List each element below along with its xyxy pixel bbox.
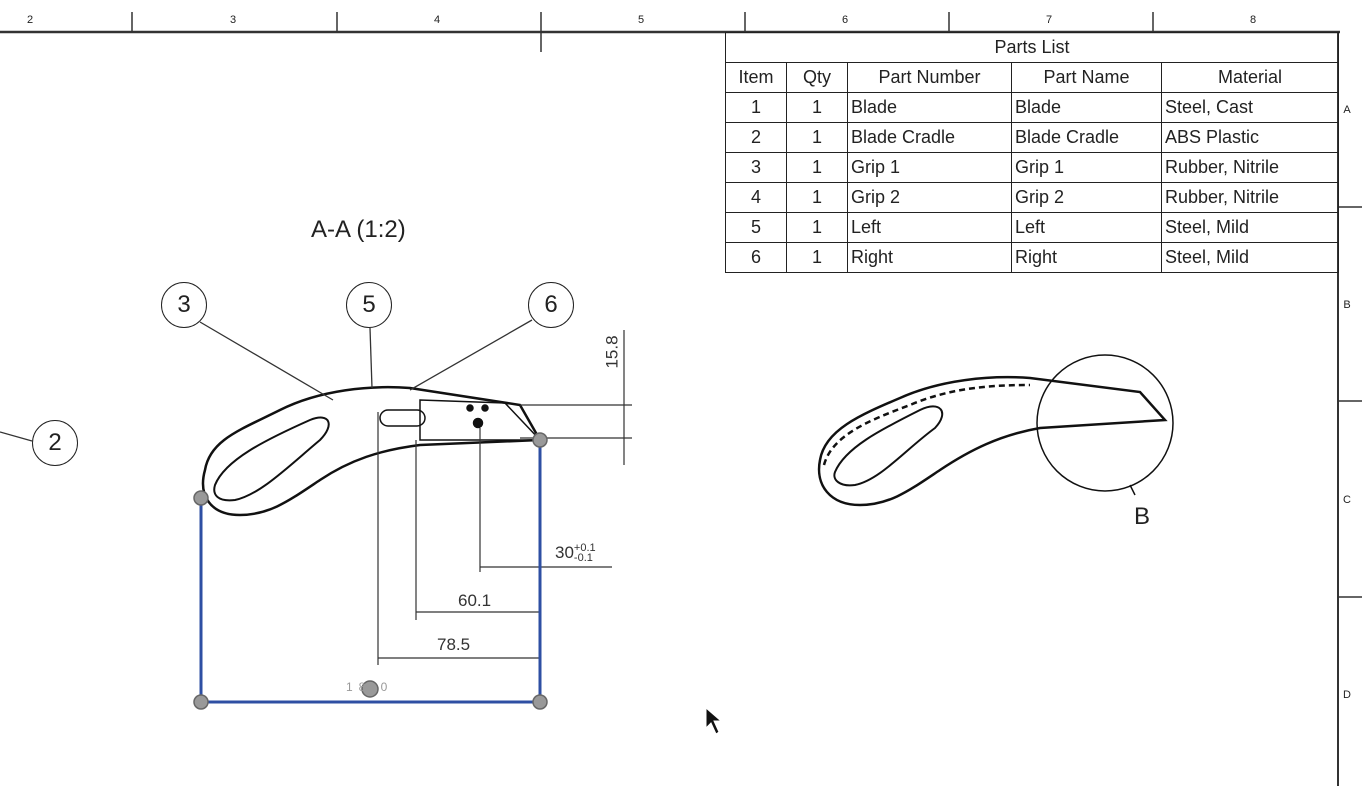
header-item: Item xyxy=(725,62,787,93)
column-label: 2 xyxy=(26,14,34,26)
detail-label-b: B xyxy=(1134,503,1151,530)
row-label: D xyxy=(1343,689,1351,701)
column-label: 5 xyxy=(637,14,645,26)
column-label: 8 xyxy=(1249,14,1257,26)
cell: Grip 1 xyxy=(1011,152,1162,183)
cell: Rubber, Nitrile xyxy=(1161,182,1339,213)
cell: Steel, Cast xyxy=(1161,92,1339,123)
cell: Grip 2 xyxy=(1011,182,1162,213)
header-part-number: Part Number xyxy=(847,62,1012,93)
balloon-2[interactable]: 2 xyxy=(32,420,78,466)
section-view-title: A-A (1:2) xyxy=(311,216,406,243)
cell: Blade xyxy=(847,92,1012,123)
cell: Right xyxy=(1011,242,1162,273)
parts-list-table[interactable]: Parts List Item Qty Part Number Part Nam… xyxy=(725,32,1339,273)
balloon-6[interactable]: 6 xyxy=(528,282,574,328)
cell: Grip 1 xyxy=(847,152,1012,183)
column-label: 3 xyxy=(229,14,237,26)
column-label: 7 xyxy=(1045,14,1053,26)
cell: 1 xyxy=(786,212,848,243)
dimension-60-1[interactable]: 60.1 xyxy=(458,591,492,610)
header-material: Material xyxy=(1161,62,1339,93)
cell: Steel, Mild xyxy=(1161,242,1339,273)
balloon-5[interactable]: 5 xyxy=(346,282,392,328)
cell: 3 xyxy=(725,152,787,183)
cell: 1 xyxy=(786,92,848,123)
sketch-points[interactable] xyxy=(193,432,548,710)
dimension-15-8[interactable]: 15.8 xyxy=(602,335,622,369)
tolerance-minus: -0.1 xyxy=(573,552,593,564)
cell: Grip 2 xyxy=(847,182,1012,213)
cell: 1 xyxy=(786,152,848,183)
knife-isometric-view[interactable] xyxy=(817,354,1174,507)
cell: 1 xyxy=(786,122,848,153)
column-label: 6 xyxy=(841,14,849,26)
row-label: C xyxy=(1343,494,1351,506)
dimension-78-5[interactable]: 78.5 xyxy=(437,635,471,654)
cell: 1 xyxy=(786,182,848,213)
tolerance-plus: +0.1 xyxy=(573,542,596,554)
cell: 2 xyxy=(725,122,787,153)
cell: Blade xyxy=(1011,92,1162,123)
balloon-3[interactable]: 3 xyxy=(161,282,207,328)
cell: Steel, Mild xyxy=(1161,212,1339,243)
selected-sketch-lines[interactable] xyxy=(199,440,542,704)
cell: Left xyxy=(847,212,1012,243)
cell: 1 xyxy=(786,242,848,273)
dimension-30[interactable]: 30+0.1-0.1 xyxy=(555,542,596,564)
row-label: B xyxy=(1343,299,1351,311)
header-part-name: Part Name xyxy=(1011,62,1162,93)
header-qty: Qty xyxy=(786,62,848,93)
cell: 5 xyxy=(725,212,787,243)
dimension-value: 30 xyxy=(555,543,574,562)
cell: ABS Plastic xyxy=(1161,122,1339,153)
leader-lines xyxy=(0,319,533,442)
cell: Blade Cradle xyxy=(1011,122,1162,153)
dimension-lines xyxy=(377,330,632,665)
row-label: A xyxy=(1343,104,1351,116)
cell: Right xyxy=(847,242,1012,273)
cell: 6 xyxy=(725,242,787,273)
cell: Rubber, Nitrile xyxy=(1161,152,1339,183)
cell: 4 xyxy=(725,182,787,213)
cell: Left xyxy=(1011,212,1162,243)
knife-section-view[interactable] xyxy=(201,385,543,517)
column-label: 4 xyxy=(433,14,441,26)
cell: 1 xyxy=(725,92,787,123)
cell: Blade Cradle xyxy=(847,122,1012,153)
mouse-cursor xyxy=(705,706,723,735)
parts-list-title: Parts List xyxy=(725,32,1339,63)
dimension-faded[interactable]: 18.0 xyxy=(346,680,394,694)
